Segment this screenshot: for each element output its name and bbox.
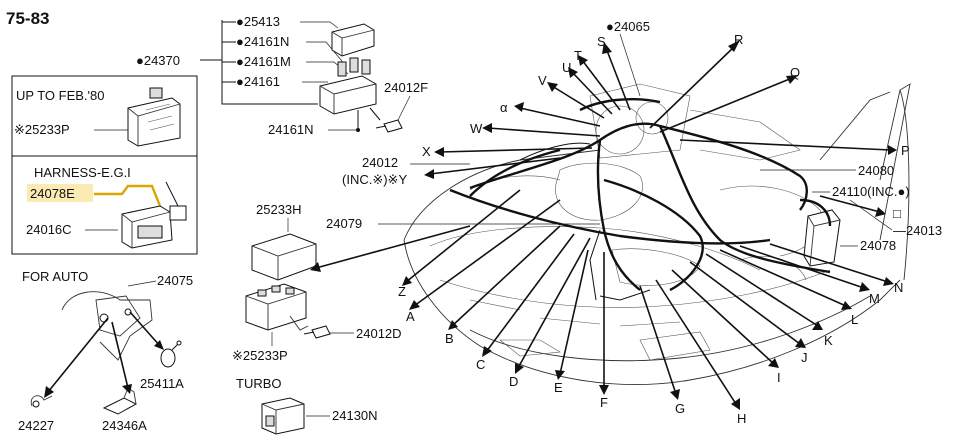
stack-part-label: ●24161 — [236, 74, 280, 89]
callout-s: S — [597, 34, 606, 49]
inset-up-to-feb80: UP TO FEB.'80 ※25233P — [11, 75, 198, 157]
callout-x: X — [422, 144, 431, 159]
screw-part-label: 24012F — [384, 80, 428, 95]
inset-turbo: TURBO 24130N — [236, 376, 378, 435]
part-label: 25411A — [140, 376, 184, 391]
bottom-part-label: ※25233P — [232, 348, 288, 363]
part-label: 24075 — [157, 273, 193, 288]
part-label: 24346A — [102, 418, 147, 433]
egi-sensor-connector-icon — [121, 181, 187, 249]
bracket-plate-icon — [102, 387, 138, 415]
letter-callouts: R Q P S T U V α W X Z A B C D E F G H I … — [398, 32, 910, 426]
group-part-label: ●24370 — [136, 53, 180, 68]
callout-f: F — [600, 395, 608, 410]
relay-stack-icon — [319, 57, 381, 130]
part-label-24013: —24013 — [893, 223, 942, 238]
callout-q: Q — [790, 65, 800, 80]
stack-part-label: ●24161M — [236, 54, 291, 69]
stack-part-label: ●25413 — [236, 14, 280, 29]
screw-icon — [303, 325, 331, 339]
part-label-24065: ●24065 — [606, 19, 650, 34]
inset-for-auto: FOR AUTO 24075 25411A 24227 24346A — [18, 269, 193, 433]
clip-icon — [30, 395, 53, 408]
callout-a: A — [406, 309, 415, 324]
relay-bracket-icon — [127, 87, 181, 147]
part-label-24110: 24110(INC.●) — [832, 184, 910, 199]
inset-harness-egi: HARNESS-E.G.I 24078E 24016C — [11, 155, 198, 255]
part-label-24078: 24078 — [860, 238, 896, 253]
auto-bracket-icon — [61, 291, 153, 361]
callout-l: L — [851, 312, 858, 327]
part-label-24012-note: (INC.※)※Y — [342, 172, 407, 187]
callout-j: J — [801, 350, 808, 365]
pointer-arrows — [310, 40, 897, 410]
callout-z: Z — [398, 284, 406, 299]
part-label: 24130N — [332, 408, 378, 423]
main-part-labels: ●24065 24012 (INC.※)※Y 24079 24080 24110… — [326, 19, 942, 253]
part-label-24013-mark: □ — [893, 206, 901, 221]
callout-m: M — [869, 291, 880, 306]
relay-box-cover-icon — [251, 233, 317, 281]
stack-part-label: ●24161N — [236, 34, 289, 49]
bottom-part-label: 24161N — [268, 122, 314, 137]
callout-k: K — [824, 333, 833, 348]
callout-alpha: α — [500, 100, 508, 115]
part-label: 24227 — [18, 418, 54, 433]
callout-r: R — [734, 32, 743, 47]
callout-u: U — [562, 60, 571, 75]
inset-heading: FOR AUTO — [22, 269, 88, 284]
relay-cover-icon — [331, 23, 375, 57]
screw-icon — [375, 119, 403, 133]
inset-heading: TURBO — [236, 376, 282, 391]
inset-heading: UP TO FEB.'80 — [16, 88, 104, 103]
part-label-24012: 24012 — [362, 155, 398, 170]
callout-p: P — [901, 143, 910, 158]
inset-heading: HARNESS-E.G.I — [34, 165, 131, 180]
callout-w: W — [470, 121, 483, 136]
callout-i: I — [777, 370, 781, 385]
part-label: ※25233P — [14, 122, 70, 137]
relay-block-group: ●24370 ●25413 ●24161N ●24161M ●24161 240… — [136, 14, 428, 137]
callout-d: D — [509, 374, 518, 389]
relay-box-base-icon — [245, 283, 309, 331]
top-part-label: 25233H — [256, 202, 302, 217]
turbo-relay-icon — [261, 397, 305, 435]
callout-n: N — [894, 280, 903, 295]
part-label-24080: 24080 — [858, 163, 894, 178]
page-code: 75-83 — [6, 9, 49, 28]
switch-icon — [160, 340, 182, 368]
part-label: 24016C — [26, 222, 72, 237]
callout-e: E — [554, 380, 563, 395]
callout-h: H — [737, 411, 746, 426]
callout-c: C — [476, 357, 485, 372]
inset-frame — [11, 155, 198, 255]
relay-box-group: 25233H 24012D ※25233P — [232, 202, 402, 363]
callout-v: V — [538, 73, 547, 88]
callout-g: G — [675, 401, 685, 416]
part-label-24079: 24079 — [326, 216, 362, 231]
screw-part-label: 24012D — [356, 326, 402, 341]
highlighted-part-label: 24078E — [30, 186, 75, 201]
callout-t: T — [574, 48, 582, 63]
callout-b: B — [445, 331, 454, 346]
